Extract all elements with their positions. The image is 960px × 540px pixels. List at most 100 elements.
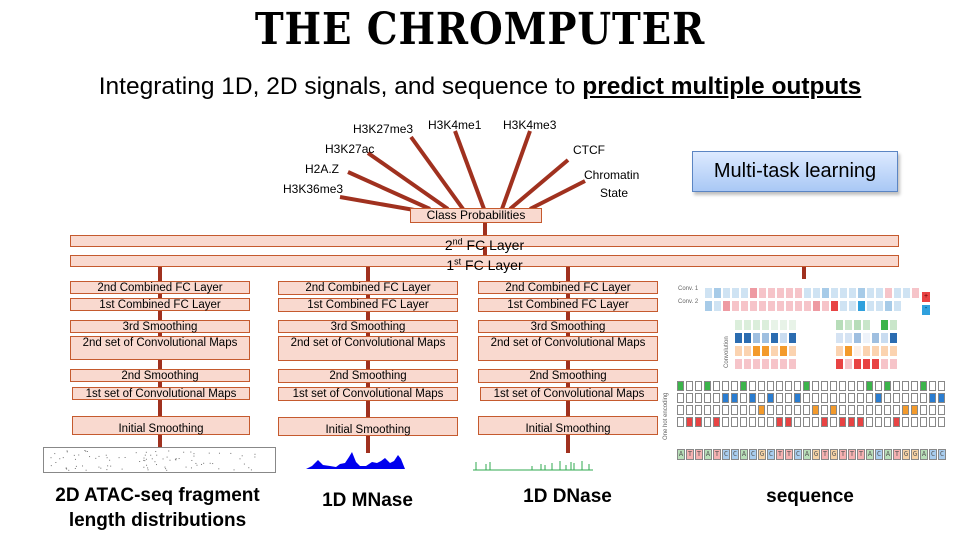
onehot-cell (821, 417, 828, 427)
sequence-base: G (911, 449, 919, 460)
sequence-base: T (839, 449, 847, 460)
atac-dot (65, 467, 67, 469)
sequence-caption: sequence (766, 486, 854, 507)
filter-cell (789, 320, 796, 330)
conv-cell (714, 301, 721, 311)
atac-dot (85, 469, 87, 471)
onehot-cell (722, 417, 729, 427)
onehot-cell (704, 393, 711, 403)
atac-dot (54, 453, 56, 455)
atac-dot (162, 458, 164, 460)
combined-fc-1-box: 1st Combined FC Layer (70, 298, 250, 311)
filter-cell (836, 346, 843, 356)
conv-cell (840, 288, 847, 298)
onehot-cell (839, 381, 846, 391)
conv-cell (822, 288, 829, 298)
filter-cell (854, 346, 861, 356)
onehot-cell (848, 405, 855, 415)
onehot-cell (902, 405, 909, 415)
line-h3k27ac (366, 151, 450, 211)
onehot-cell (830, 381, 837, 391)
filter-cell (762, 320, 769, 330)
onehot-cell (767, 417, 774, 427)
atac-dot (150, 454, 152, 456)
line-h3k27me3 (409, 135, 465, 211)
onehot-cell (893, 393, 900, 403)
sequence-base: T (776, 449, 784, 460)
onehot-cell (677, 393, 684, 403)
filter-cell (753, 346, 760, 356)
atac-dot (100, 467, 102, 469)
conv-cell (795, 301, 802, 311)
atac-dot (86, 451, 88, 453)
conv-cell (723, 301, 730, 311)
initial-smoothing-box: Initial Smoothing (478, 416, 658, 435)
atac-dot (144, 460, 146, 462)
onehot-cell (830, 393, 837, 403)
onehot-cell (767, 405, 774, 415)
sequence-base: G (902, 449, 910, 460)
onehot-cell (893, 381, 900, 391)
sequence-base: A (803, 449, 811, 460)
filter-cell (845, 320, 852, 330)
dnase-caption: 1D DNase (523, 486, 612, 507)
filter-cell (744, 333, 751, 343)
conv-cell (876, 301, 883, 311)
atac-dot (98, 455, 100, 457)
atac-dot (95, 457, 97, 459)
atac-dot (154, 461, 156, 463)
class-probabilities-box: Class Probabilities (410, 208, 542, 223)
atac-dot (190, 451, 192, 453)
onehot-cell (776, 381, 783, 391)
output-label-h3k4me3: H3K4me3 (503, 118, 557, 132)
sequence-base: C (929, 449, 937, 460)
combined-fc-1-box: 1st Combined FC Layer (478, 298, 658, 312)
filter-cell (890, 346, 897, 356)
filter-cell (780, 333, 787, 343)
atac-dot (165, 468, 167, 470)
conv-cell (786, 301, 793, 311)
onehot-cell (866, 405, 873, 415)
sequence-base: T (893, 449, 901, 460)
onehot-cell (875, 417, 882, 427)
sequence-base: A (920, 449, 928, 460)
atac-dot (75, 465, 77, 467)
onehot-cell (785, 417, 792, 427)
onehot-cell (740, 417, 747, 427)
sequence-base: G (758, 449, 766, 460)
onehot-cell (812, 393, 819, 403)
sequence-base: T (713, 449, 721, 460)
filter-cell (881, 359, 888, 369)
conv-cell (903, 288, 910, 298)
onehot-cell (677, 417, 684, 427)
subtitle: Integrating 1D, 2D signals, and sequence… (0, 70, 960, 104)
onehot-cell (713, 393, 720, 403)
onehot-cell (722, 381, 729, 391)
atac-dot (66, 451, 68, 453)
onehot-cell (758, 393, 765, 403)
atac-dot (145, 451, 147, 453)
onehot-cell (767, 393, 774, 403)
atac-dot (144, 454, 146, 456)
atac-dot (212, 463, 214, 465)
conv-cell (741, 301, 748, 311)
atac-dot (155, 464, 157, 466)
conv-cell (849, 301, 856, 311)
atac-dot (105, 454, 107, 456)
atac-dot (143, 459, 145, 461)
filter-cell (836, 320, 843, 330)
conv-cell (723, 288, 730, 298)
onehot-cell (695, 381, 702, 391)
conv-cell (732, 288, 739, 298)
fc-layer-1-sup: st (454, 256, 462, 266)
conv-cell (849, 288, 856, 298)
atac-dot (124, 457, 126, 459)
onehot-cell (803, 405, 810, 415)
conv-cell (786, 288, 793, 298)
smoothing-2-box: 2nd Smoothing (278, 369, 458, 383)
onehot-cell (938, 405, 945, 415)
filter-cell (780, 346, 787, 356)
atac-dot (218, 468, 220, 470)
onehot-cell (821, 381, 828, 391)
conv-cell (813, 301, 820, 311)
